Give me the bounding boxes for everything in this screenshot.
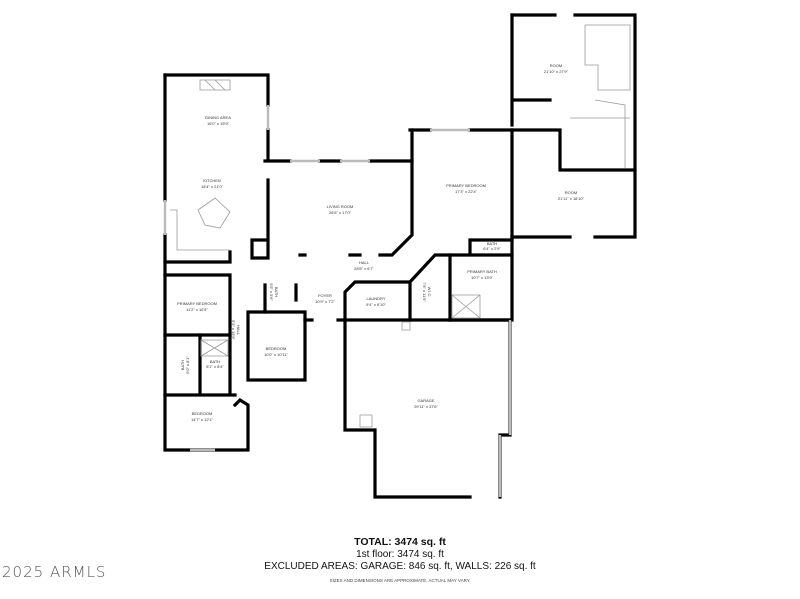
walls bbox=[163, 13, 637, 499]
room-dims: 8'1" x 8'4" bbox=[206, 364, 224, 369]
room-dims: 21'10" x 27'9" bbox=[544, 69, 569, 74]
room-name: W.I.C. bbox=[427, 287, 432, 298]
room-name: LAUNDRY bbox=[366, 296, 385, 301]
room-name: HALL bbox=[236, 325, 241, 336]
room-dims: 26'5" x 17'0" bbox=[329, 210, 352, 215]
room-dims: 5'0" x 8'1" bbox=[185, 356, 190, 374]
fixtures bbox=[170, 24, 631, 428]
room-dims: 5'5" x 5'6" bbox=[269, 283, 274, 301]
excluded-areas: EXCLUDED AREAS: GARAGE: 846 sq. ft, WALL… bbox=[264, 561, 536, 572]
room-name: GARAGE bbox=[417, 398, 434, 403]
room-dims: 21'11" x 18'10" bbox=[558, 196, 585, 201]
room-name: PRIMARY BEDROOM bbox=[446, 183, 486, 188]
room-name: ROOM bbox=[565, 190, 577, 195]
room-labels: DINING AREA 16'0" x 15'9" KITCHEN 18'4" … bbox=[177, 63, 585, 422]
room-dims: 16'0" x 15'9" bbox=[207, 121, 230, 126]
room-name: HALL bbox=[359, 260, 370, 265]
room-name: ROOM bbox=[550, 63, 562, 68]
room-dims: 29'11" x 37'6" bbox=[414, 404, 438, 409]
room-dims: 11'2" x 10'5" bbox=[186, 307, 208, 312]
room-name: BATH bbox=[487, 241, 497, 246]
room-dims: 5'3" x 15'9" bbox=[231, 320, 236, 340]
room-name: DINING AREA bbox=[205, 115, 231, 120]
room-dims: 7'6" x 11'9" bbox=[422, 282, 427, 302]
watermark: 2025 ARMLS bbox=[2, 563, 107, 581]
windows bbox=[163, 105, 512, 497]
room-name: BATH bbox=[274, 287, 279, 297]
room-dims: 9'4" x 6'10" bbox=[366, 302, 386, 307]
room-name: BATH bbox=[180, 360, 185, 370]
room-name: PRIMARY BATH bbox=[467, 269, 497, 274]
room-name: LIVING ROOM bbox=[327, 204, 354, 209]
room-name: PRIMARY BEDROOM bbox=[177, 301, 217, 306]
room-dims: 10'0" x 10'11" bbox=[264, 352, 288, 357]
total-area: TOTAL: 3474 sq. ft bbox=[354, 536, 446, 548]
room-name: KITCHEN bbox=[203, 178, 221, 183]
room-dims: 18'4" x 21'0" bbox=[201, 184, 224, 189]
floor-area: 1st floor: 3474 sq. ft bbox=[356, 549, 444, 560]
room-dims: 6'4" x 2'9" bbox=[483, 246, 501, 251]
room-dims: 14'7" x 12'1" bbox=[191, 417, 214, 422]
disclaimer: SIZES AND DIMENSIONS ARE APPROXIMATE, AC… bbox=[329, 578, 471, 583]
room-dims: 17'3" x 22'4" bbox=[455, 189, 478, 194]
room-name: BATH bbox=[210, 359, 220, 364]
room-dims: 10'9" x 7'2" bbox=[315, 299, 335, 304]
room-name: FOYER bbox=[318, 293, 332, 298]
room-name: BEDROOM bbox=[266, 346, 287, 351]
room-dims: 28'8" x 6'7" bbox=[354, 266, 374, 271]
room-name: BEDROOM bbox=[192, 411, 213, 416]
room-dims: 10'7" x 13'9" bbox=[471, 275, 494, 280]
